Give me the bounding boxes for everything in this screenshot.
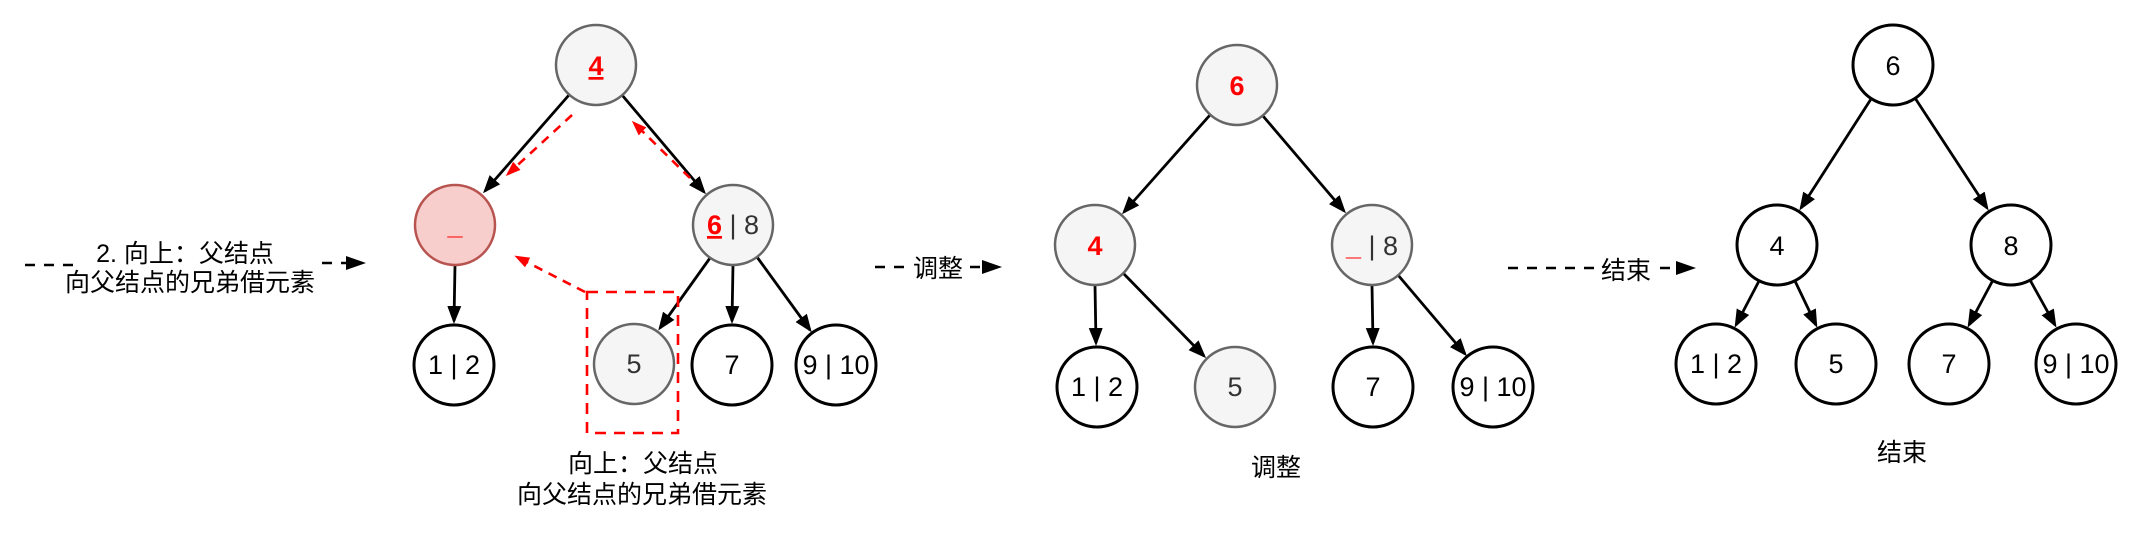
tree2-leaf2-node [1193, 345, 1277, 429]
transition-finish-label-bg [1594, 256, 1658, 284]
tree1-caption-line2: 向父结点的兄弟借元素 [517, 481, 767, 509]
tree1-leaf2-node [592, 322, 676, 406]
transition-adjust-label-bg [906, 254, 970, 282]
tree3-left-node [1735, 203, 1819, 287]
tree1-edge-root-right [620, 94, 706, 195]
tree1-leaf1-node [412, 323, 496, 407]
tree3-root-label: 6 [1885, 51, 1900, 81]
tree3-leaf3-node [1907, 322, 1991, 406]
transition-finish: 结束 [1508, 256, 1696, 285]
tree1-edge-root-left [483, 94, 571, 194]
tree1-leaf2-label: 5 [626, 349, 641, 379]
tree3-leaf2-label: 5 [1828, 349, 1843, 379]
tree1-leaf4-node [794, 323, 878, 407]
tree2-edge-left-leaf1 [1088, 284, 1103, 346]
svg-text:6: 6 [1229, 71, 1244, 101]
tree2-root-node [1195, 43, 1279, 127]
tree2-caption: 调整 [1251, 454, 1301, 482]
svg-text:4: 4 [588, 51, 603, 81]
tree1-right-label: 6 | 8 [707, 210, 759, 240]
tree3-edge-left-leaf2 [1793, 280, 1818, 328]
tree2-leaf4-label: 9 | 10 [1459, 372, 1526, 402]
tree3-leaf4-node [2034, 322, 2118, 406]
borrow-arrow-leaf5-to-left [514, 255, 586, 294]
annotation-line1: 2. 向上：父结点 [96, 240, 274, 268]
tree3-leaf3-label: 7 [1941, 349, 1956, 379]
tree1-leaf1-label: 1 | 2 [428, 350, 480, 380]
tree1-root-node [554, 23, 638, 107]
tree2-leaf4-node [1451, 345, 1535, 429]
tree3-leaf4-label: 9 | 10 [2042, 349, 2109, 379]
tree3-final: 6 4 8 1 | 2 5 7 9 | 10 结束 [1674, 23, 2118, 467]
tree1-leaf4-label: 9 | 10 [802, 350, 869, 380]
tree1-empty-node [413, 183, 497, 267]
tree3-leaf2-node [1794, 322, 1878, 406]
borrow-arrow-right-to-root [631, 120, 691, 179]
highlight-box-leaf5 [585, 290, 680, 435]
tree3-right-node [1969, 203, 2053, 287]
tree2-root-label: 6 [1229, 71, 1244, 101]
tree2-edge-right-leaf3 [1365, 284, 1380, 346]
tree3-edge-right-leaf4 [2028, 279, 2057, 328]
tree3-right-label: 8 [2003, 231, 2018, 261]
tree2-edge-root-left [1122, 114, 1212, 215]
tree2-left-node [1053, 203, 1137, 287]
tree2-adjusted: 6 4 _ | 8 1 | 2 5 7 9 | 10 调整 [1053, 43, 1535, 482]
tree1-edge-right-leaf3 [725, 264, 740, 324]
tree3-root-node [1851, 23, 1935, 107]
tree2-leaf3-label: 7 [1365, 372, 1380, 402]
svg-text:_: _ [446, 210, 463, 240]
tree1-caption-line1: 向上：父结点 [568, 450, 718, 478]
svg-text:4: 4 [1087, 231, 1102, 261]
tree1-leaf3-label: 7 [724, 350, 739, 380]
transition-adjust-label: 调整 [913, 255, 963, 283]
tree1-edge-right-leaf2 [658, 257, 712, 331]
tree1-empty-label: _ [446, 210, 463, 240]
step-annotation: 2. 向上：父结点 向父结点的兄弟借元素 [25, 240, 366, 297]
tree1-edge-left-leaf1 [447, 264, 462, 324]
tree3-edge-root-right [1913, 97, 1989, 211]
tree3-edge-right-leaf3 [1967, 279, 1995, 328]
tree2-right-label: _ | 8 [1345, 231, 1398, 261]
borrow-arrow-root-to-left [505, 114, 573, 177]
tree1-right-node [691, 183, 775, 267]
tree2-left-label: 4 [1087, 231, 1102, 261]
tree2-leaf2-label: 5 [1227, 372, 1242, 402]
annotation-line2: 向父结点的兄弟借元素 [65, 269, 315, 297]
tree1-edge-right-leaf4 [755, 256, 812, 333]
tree2-leaf3-node [1331, 345, 1415, 429]
tree2-right-node [1330, 203, 1414, 287]
tree2-edge-root-right [1261, 115, 1346, 214]
tree2-edge-left-leaf2 [1121, 272, 1207, 359]
transition-finish-label: 结束 [1601, 257, 1651, 285]
tree1-leaf3-node [690, 323, 774, 407]
tree2-edge-right-leaf4 [1396, 274, 1467, 357]
tree3-edge-left-leaf1 [1734, 280, 1761, 328]
tree1-borrow-step: 4 _ 6 | 8 1 | 2 5 7 9 | 10 向上：父结点 向父结点的兄… [412, 23, 878, 509]
tree3-caption: 结束 [1877, 439, 1927, 467]
tree2-leaf1-node [1055, 345, 1139, 429]
tree2-leaf1-label: 1 | 2 [1071, 372, 1123, 402]
tree3-edge-root-left [1799, 98, 1873, 211]
tree3-left-label: 4 [1769, 231, 1784, 261]
tree3-leaf1-label: 1 | 2 [1690, 349, 1742, 379]
transition-adjust: 调整 [875, 254, 1002, 283]
tree1-root-label: 4 [588, 51, 603, 81]
tree3-leaf1-node [1674, 322, 1758, 406]
